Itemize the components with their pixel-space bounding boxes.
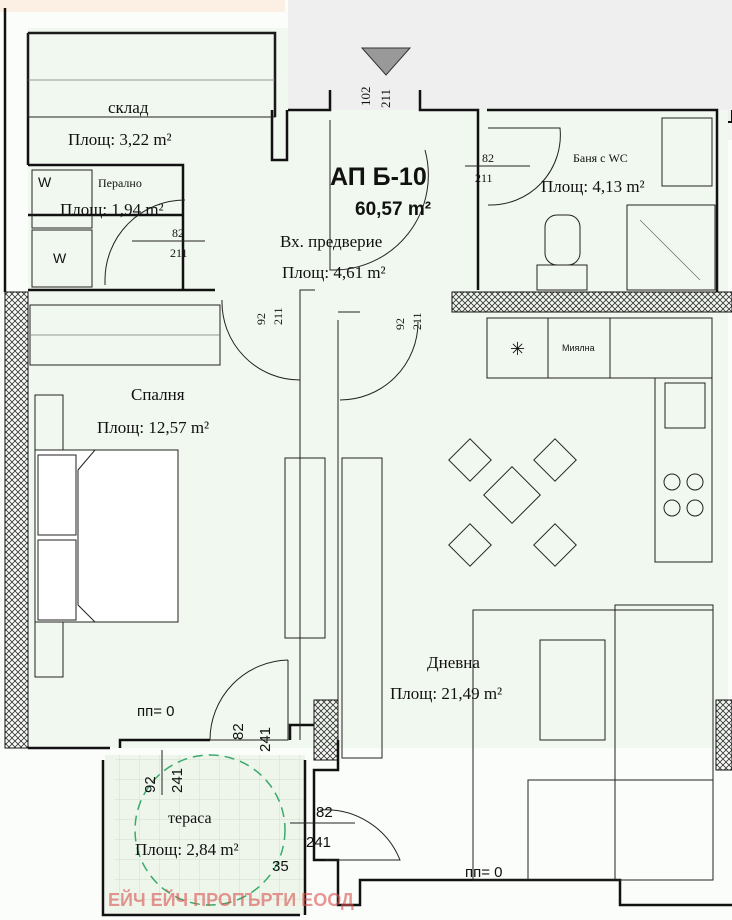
room-area-terrace: Площ: 2,84 m² [135, 840, 239, 859]
light-icon: ✳ [510, 339, 525, 359]
wardrobe-bedroom [29, 304, 221, 366]
room-name-hall: Вх. предверие [280, 232, 382, 251]
bath-sink [661, 117, 713, 187]
svg-text:211: 211 [170, 246, 188, 260]
svg-text:пп= 0: пп= 0 [465, 864, 503, 881]
room-area-laundry: Площ: 1,94 m² [60, 200, 164, 219]
svg-text:пп= 0: пп= 0 [137, 703, 175, 720]
svg-text:82: 82 [316, 804, 333, 821]
svg-text:92: 92 [393, 318, 407, 330]
svg-text:92: 92 [142, 776, 159, 793]
nightstand [34, 621, 64, 678]
svg-text:241: 241 [169, 768, 186, 793]
wall-bath-kitchen [451, 291, 732, 313]
washer-label: W [38, 174, 52, 190]
wardrobe-storage [27, 32, 276, 118]
coffee-table [539, 639, 606, 741]
kitchen-counter: Миялна ✳ [486, 317, 713, 563]
room-name-terrace: тераса [168, 810, 212, 827]
washer-label: W [53, 250, 67, 266]
svg-text:82: 82 [172, 226, 184, 240]
svg-text:241: 241 [306, 834, 331, 851]
stove-icon [663, 473, 681, 491]
svg-text:211: 211 [378, 89, 393, 108]
room-area-storage: Площ: 3,22 m² [68, 130, 172, 149]
room-name-bath: Баня с WC [573, 151, 628, 165]
room-area-living: Площ: 21,49 m² [390, 684, 502, 703]
apartment-area: 60,57 m² [355, 199, 431, 220]
svg-text:82: 82 [482, 151, 494, 165]
tv-unit [341, 457, 383, 759]
sink-label: Миялна [562, 343, 595, 353]
room-area-bath: Площ: 4,13 m² [541, 177, 645, 196]
svg-text:211: 211 [271, 307, 285, 325]
svg-text:211: 211 [410, 312, 424, 330]
nightstand [34, 394, 64, 451]
room-name-storage: склад [108, 98, 149, 117]
room-area-bedroom: Площ: 12,57 m² [97, 418, 209, 437]
entrance-arrow-icon [360, 47, 412, 76]
watermark: ЕЙЧ ЕЙЧ ПРОПЪРТИ ЕООД [108, 889, 354, 910]
doors [104, 120, 561, 861]
neighbor-strip [0, 0, 285, 12]
dimensions: 102 211 82 211 82 211 92 211 92 211 82 2… [132, 87, 530, 881]
terrace-tiles [115, 755, 305, 900]
room-area-hall: Площ: 4,61 m² [282, 263, 386, 282]
svg-text:102: 102 [358, 87, 373, 107]
apartment-floor [28, 28, 728, 748]
svg-text:35: 35 [272, 858, 289, 875]
kitchen-sink [664, 382, 706, 429]
apartment-title: АП Б-10 [330, 163, 427, 191]
svg-text:92: 92 [254, 313, 268, 325]
shower [626, 204, 716, 291]
room-name-laundry: Перално [98, 176, 142, 190]
exterior-wall-left [4, 291, 29, 749]
tv-unit [284, 457, 326, 639]
washer-2 [31, 229, 93, 288]
turning-circle [134, 754, 286, 906]
svg-text:211: 211 [475, 171, 493, 185]
room-name-bedroom: Спалня [131, 385, 185, 404]
dining-table [448, 438, 577, 567]
sofa [472, 604, 714, 881]
svg-text:241: 241 [257, 727, 274, 752]
washer-1 [31, 169, 93, 229]
svg-text:82: 82 [230, 723, 247, 740]
room-name-living: Дневна [427, 653, 480, 672]
bed [34, 449, 179, 623]
